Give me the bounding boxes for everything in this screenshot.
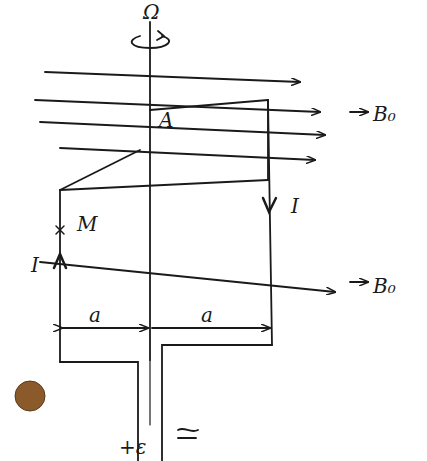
current-label: I: [30, 255, 40, 275]
field-label: B₀: [372, 104, 397, 124]
omega-label: Ω: [142, 2, 161, 22]
emf-label: +ε: [118, 437, 148, 457]
field-label: B₀: [372, 276, 397, 296]
dimension-label: a: [88, 305, 102, 325]
current-label: I: [290, 196, 300, 216]
dimension-label: a: [200, 305, 214, 325]
point-label: M: [76, 214, 98, 234]
point-label: A: [158, 110, 174, 130]
